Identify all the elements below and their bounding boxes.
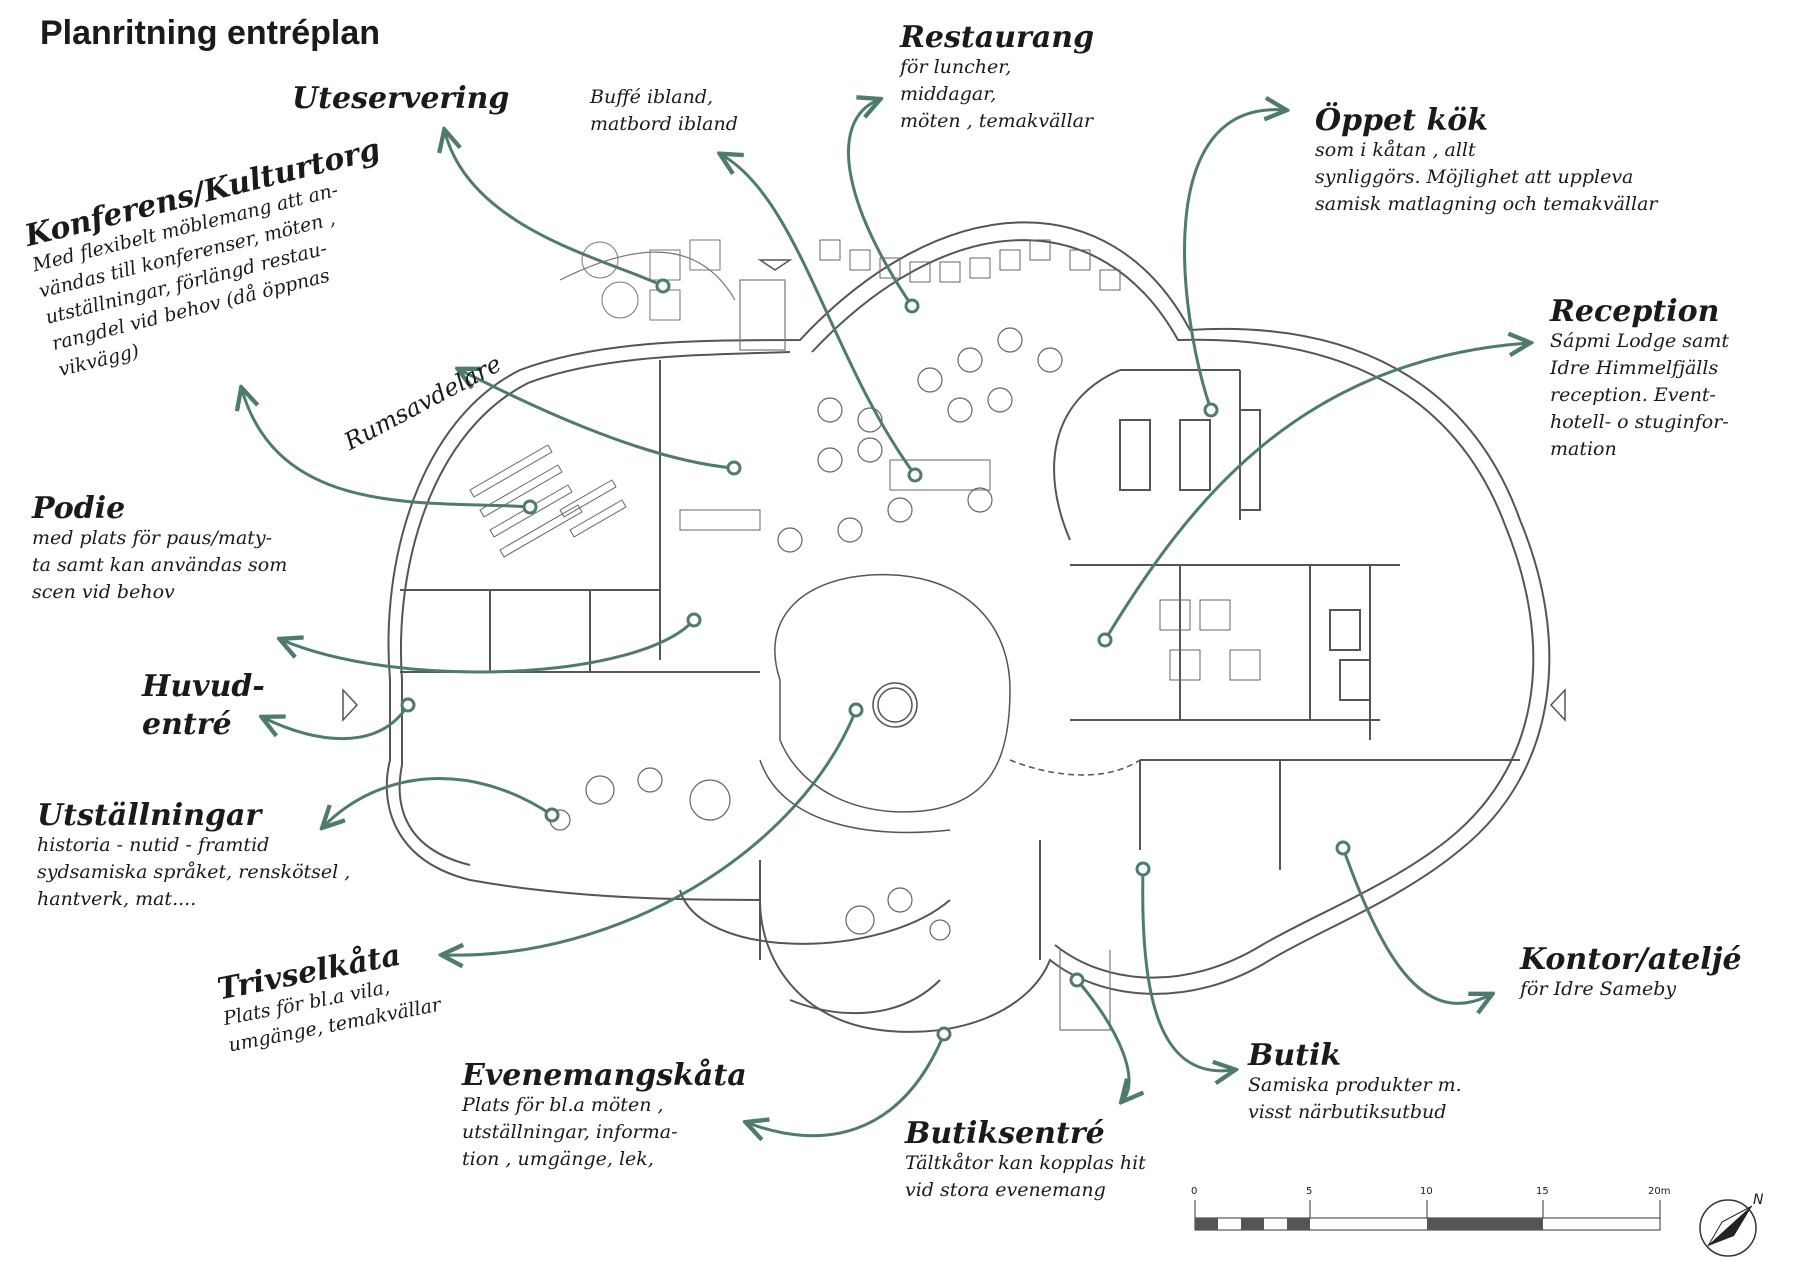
label-text: Plats för bl.a möten , utställningar, in… <box>462 1094 678 1170</box>
entry-markers <box>342 259 1566 722</box>
label-podie: Podie med plats för paus/maty- ta samt k… <box>32 493 287 606</box>
label-evenemangskata: Evenemangskåta Plats för bl.a möten , ut… <box>462 1060 747 1173</box>
outdoor-furniture <box>581 239 721 321</box>
leader-rumsavdelare <box>460 370 735 470</box>
label-kontor: Kontor/ateljé för Idre Sameby <box>1520 944 1742 1003</box>
leader-restaurang <box>846 100 914 307</box>
central-kata <box>759 573 1141 834</box>
label-oppet-kok: Öppet kök som i kåtan , allt synliggörs.… <box>1315 86 1785 218</box>
leader-butik <box>1141 868 1233 1071</box>
label-text: historia - nutid - framtid sydsamiska sp… <box>37 834 351 910</box>
label-text: Tältkåtor kan kopplas hit vid stora even… <box>905 1152 1146 1201</box>
scale-tick-label: 10 <box>1420 1186 1433 1197</box>
outdoor-terrace <box>559 251 1111 1031</box>
label-butiksentre: Butiksentré Tältkåtor kan kopplas hit vi… <box>905 1118 1146 1204</box>
north-label: N <box>1753 1192 1764 1208</box>
leader-podie <box>282 618 696 674</box>
leader-trivselkata <box>444 709 858 955</box>
north-arrow-icon <box>1699 1199 1757 1257</box>
scale-bar <box>1194 1200 1661 1231</box>
label-heading: Butik <box>1248 1038 1342 1073</box>
label-restaurang: Restaurang för luncher, middagar, möten … <box>900 22 1094 135</box>
label-heading: Podie <box>32 491 126 526</box>
building-outer-wall <box>385 221 1551 1033</box>
furniture-tables <box>549 327 1063 941</box>
label-text: för Idre Sameby <box>1520 978 1677 1000</box>
leader-buffe <box>722 155 917 476</box>
label-text: som i kåtan , allt synliggörs. Möjlighet… <box>1315 139 1658 215</box>
label-utstallningar: Utställningar historia - nutid - framtid… <box>37 800 350 913</box>
scale-tick-label: 15 <box>1536 1186 1549 1197</box>
label-heading: Butiksentré <box>905 1116 1105 1151</box>
label-heading: Utställningar <box>37 798 262 833</box>
interior-walls <box>400 360 1520 960</box>
label-text: Samiska produkter m. visst närbutiksutbu… <box>1248 1074 1462 1123</box>
leader-konferens <box>242 390 531 509</box>
leader-lines <box>242 100 1528 1136</box>
label-heading: Kontor/ateljé <box>1520 942 1742 977</box>
label-text: Buffé ibland, matbord ibland <box>590 86 738 135</box>
leader-uteservering <box>445 132 664 288</box>
label-heading: Restaurang <box>900 20 1095 55</box>
label-heading: Evenemangskåta <box>462 1058 747 1093</box>
leader-utstallningar <box>324 777 553 826</box>
label-reception: Reception Sápmi Lodge samt Idre Himmelfj… <box>1550 296 1729 463</box>
page-title: Planritning entréplan <box>40 14 381 52</box>
label-heading: Uteservering <box>292 81 510 116</box>
label-buffe: Buffé ibland, matbord ibland <box>590 84 738 138</box>
label-text: för luncher, middagar, möten , temakväll… <box>900 56 1094 132</box>
scale-tick-label: 0 <box>1191 1186 1198 1197</box>
label-uteservering: Uteservering <box>292 83 509 115</box>
leader-reception <box>1103 343 1528 641</box>
leader-endpoints <box>400 278 1351 1042</box>
label-butik: Butik Samiska produkter m. visst närbuti… <box>1248 1040 1462 1126</box>
leader-evenemang <box>748 1033 946 1136</box>
scale-tick-label: 5 <box>1306 1186 1313 1197</box>
label-huvudentre: Huvud- entré <box>142 668 265 744</box>
label-text: Sápmi Lodge samt Idre Himmelfjälls recep… <box>1550 330 1730 460</box>
leader-butiksentre <box>1075 979 1129 1100</box>
label-heading: Reception <box>1550 294 1720 329</box>
leader-huvudentre <box>264 704 410 740</box>
furniture-chairs-rows <box>469 239 1261 681</box>
leader-kontor <box>1341 847 1490 1003</box>
label-heading: Öppet kök <box>1315 103 1489 138</box>
label-text: med plats för paus/maty- ta samt kan anv… <box>32 527 288 603</box>
leader-oppet-kok <box>1183 110 1284 411</box>
label-heading: Huvud- entré <box>142 669 265 742</box>
scale-tick-label: 20m <box>1648 1186 1671 1197</box>
